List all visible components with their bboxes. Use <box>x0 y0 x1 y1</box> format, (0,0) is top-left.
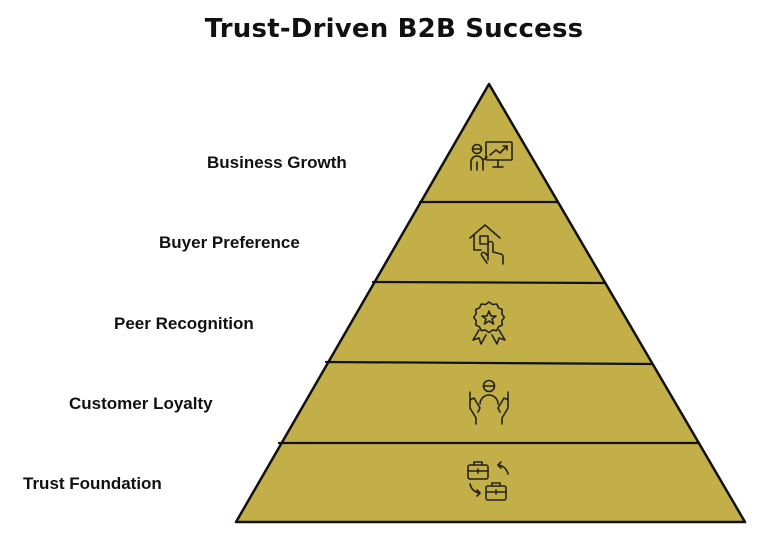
divider-2 <box>371 280 607 285</box>
person-hands-care-icon <box>469 379 509 425</box>
tier-label-buyer-preference: Buyer Preference <box>159 233 300 252</box>
tier-label-business-growth: Business Growth <box>207 153 347 172</box>
presenter-chart-icon <box>470 141 513 171</box>
tier-dividers <box>277 200 701 445</box>
divider-3 <box>324 360 654 366</box>
tier-label-trust-foundation: Trust Foundation <box>23 474 162 493</box>
tier-label-peer-recognition: Peer Recognition <box>114 314 254 333</box>
diagram-title: Trust-Driven B2B Success <box>204 14 584 44</box>
house-hand-pointer-icon <box>469 224 504 265</box>
tier-label-customer-loyalty: Customer Loyalty <box>69 394 213 413</box>
briefcase-exchange-icon <box>467 461 509 501</box>
award-rosette-icon <box>472 301 506 345</box>
